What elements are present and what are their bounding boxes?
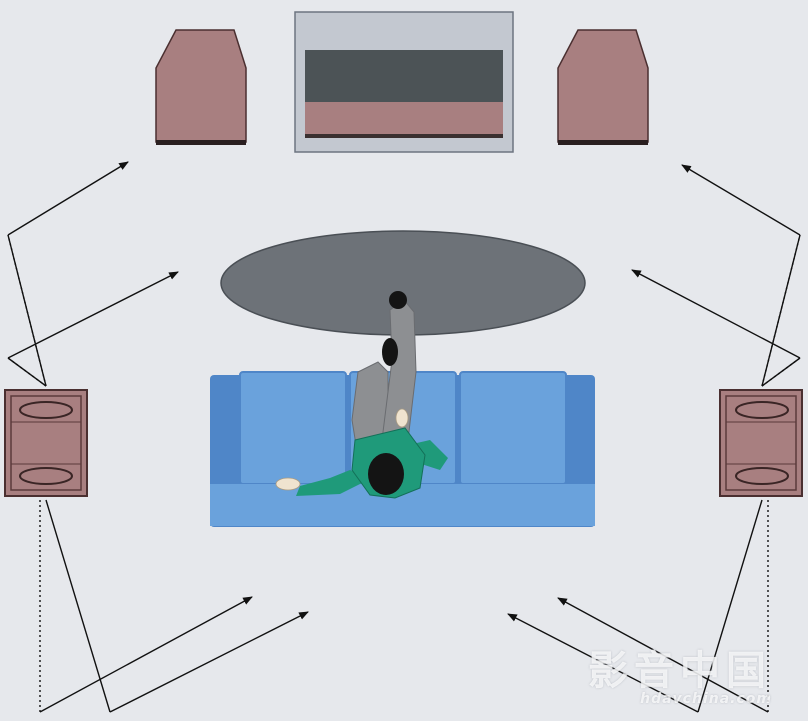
left-lower-sound-paths (39, 499, 309, 713)
sound-path-arrow (39, 596, 253, 713)
sound-path-arrow (109, 611, 309, 713)
tv-screen (305, 50, 503, 102)
speaker-shadow (558, 140, 648, 145)
sound-path-solid (697, 499, 763, 713)
watermark-chinese: 影音中国 (588, 648, 772, 694)
speaker-box (4, 389, 88, 497)
sound-path-arrow (507, 613, 699, 713)
front-left-speaker (155, 29, 247, 145)
left-upper-sound-paths (7, 161, 179, 387)
tv-base (305, 102, 503, 136)
driver-top (735, 401, 789, 419)
sound-path-arrow (7, 161, 129, 236)
right-upper-sound-paths (631, 164, 801, 387)
watermark: 影音中国 hdavchina.com (588, 651, 772, 707)
sofa-cushion-left (239, 371, 347, 485)
listener (275, 291, 448, 499)
speaker-inner (10, 395, 82, 491)
speaker-cabinet (155, 29, 247, 143)
tv-console (294, 11, 514, 153)
sofa-cushion-right (459, 371, 567, 485)
sound-path-arrow (631, 269, 801, 359)
right-foot (389, 291, 407, 309)
speaker-inner (725, 395, 797, 491)
sound-path-solid (761, 357, 801, 387)
left-arm (296, 470, 372, 496)
head (368, 453, 404, 495)
driver-bottom (19, 467, 73, 485)
right-surround-speaker (719, 389, 803, 497)
left-surround-speaker (4, 389, 88, 497)
speaker-shadow (156, 140, 246, 145)
watermark-latin: hdavchina.com (640, 691, 772, 707)
sound-path-arrow (681, 164, 801, 236)
driver-bottom (735, 467, 789, 485)
left-hand (275, 477, 301, 491)
sound-path-solid (45, 499, 111, 713)
sound-path-solid (761, 234, 801, 387)
left-foot (382, 338, 398, 366)
right-lower-sound-paths (507, 499, 769, 713)
right-hand (395, 408, 409, 428)
sound-path-solid (7, 357, 47, 387)
sound-path-arrow (7, 271, 179, 359)
speaker-cabinet (557, 29, 649, 143)
front-right-speaker (557, 29, 649, 145)
sound-path-arrow (557, 597, 769, 713)
driver-top (19, 401, 73, 419)
tv-base-shadow (305, 134, 503, 138)
sound-path-solid (7, 234, 47, 387)
speaker-box (719, 389, 803, 497)
